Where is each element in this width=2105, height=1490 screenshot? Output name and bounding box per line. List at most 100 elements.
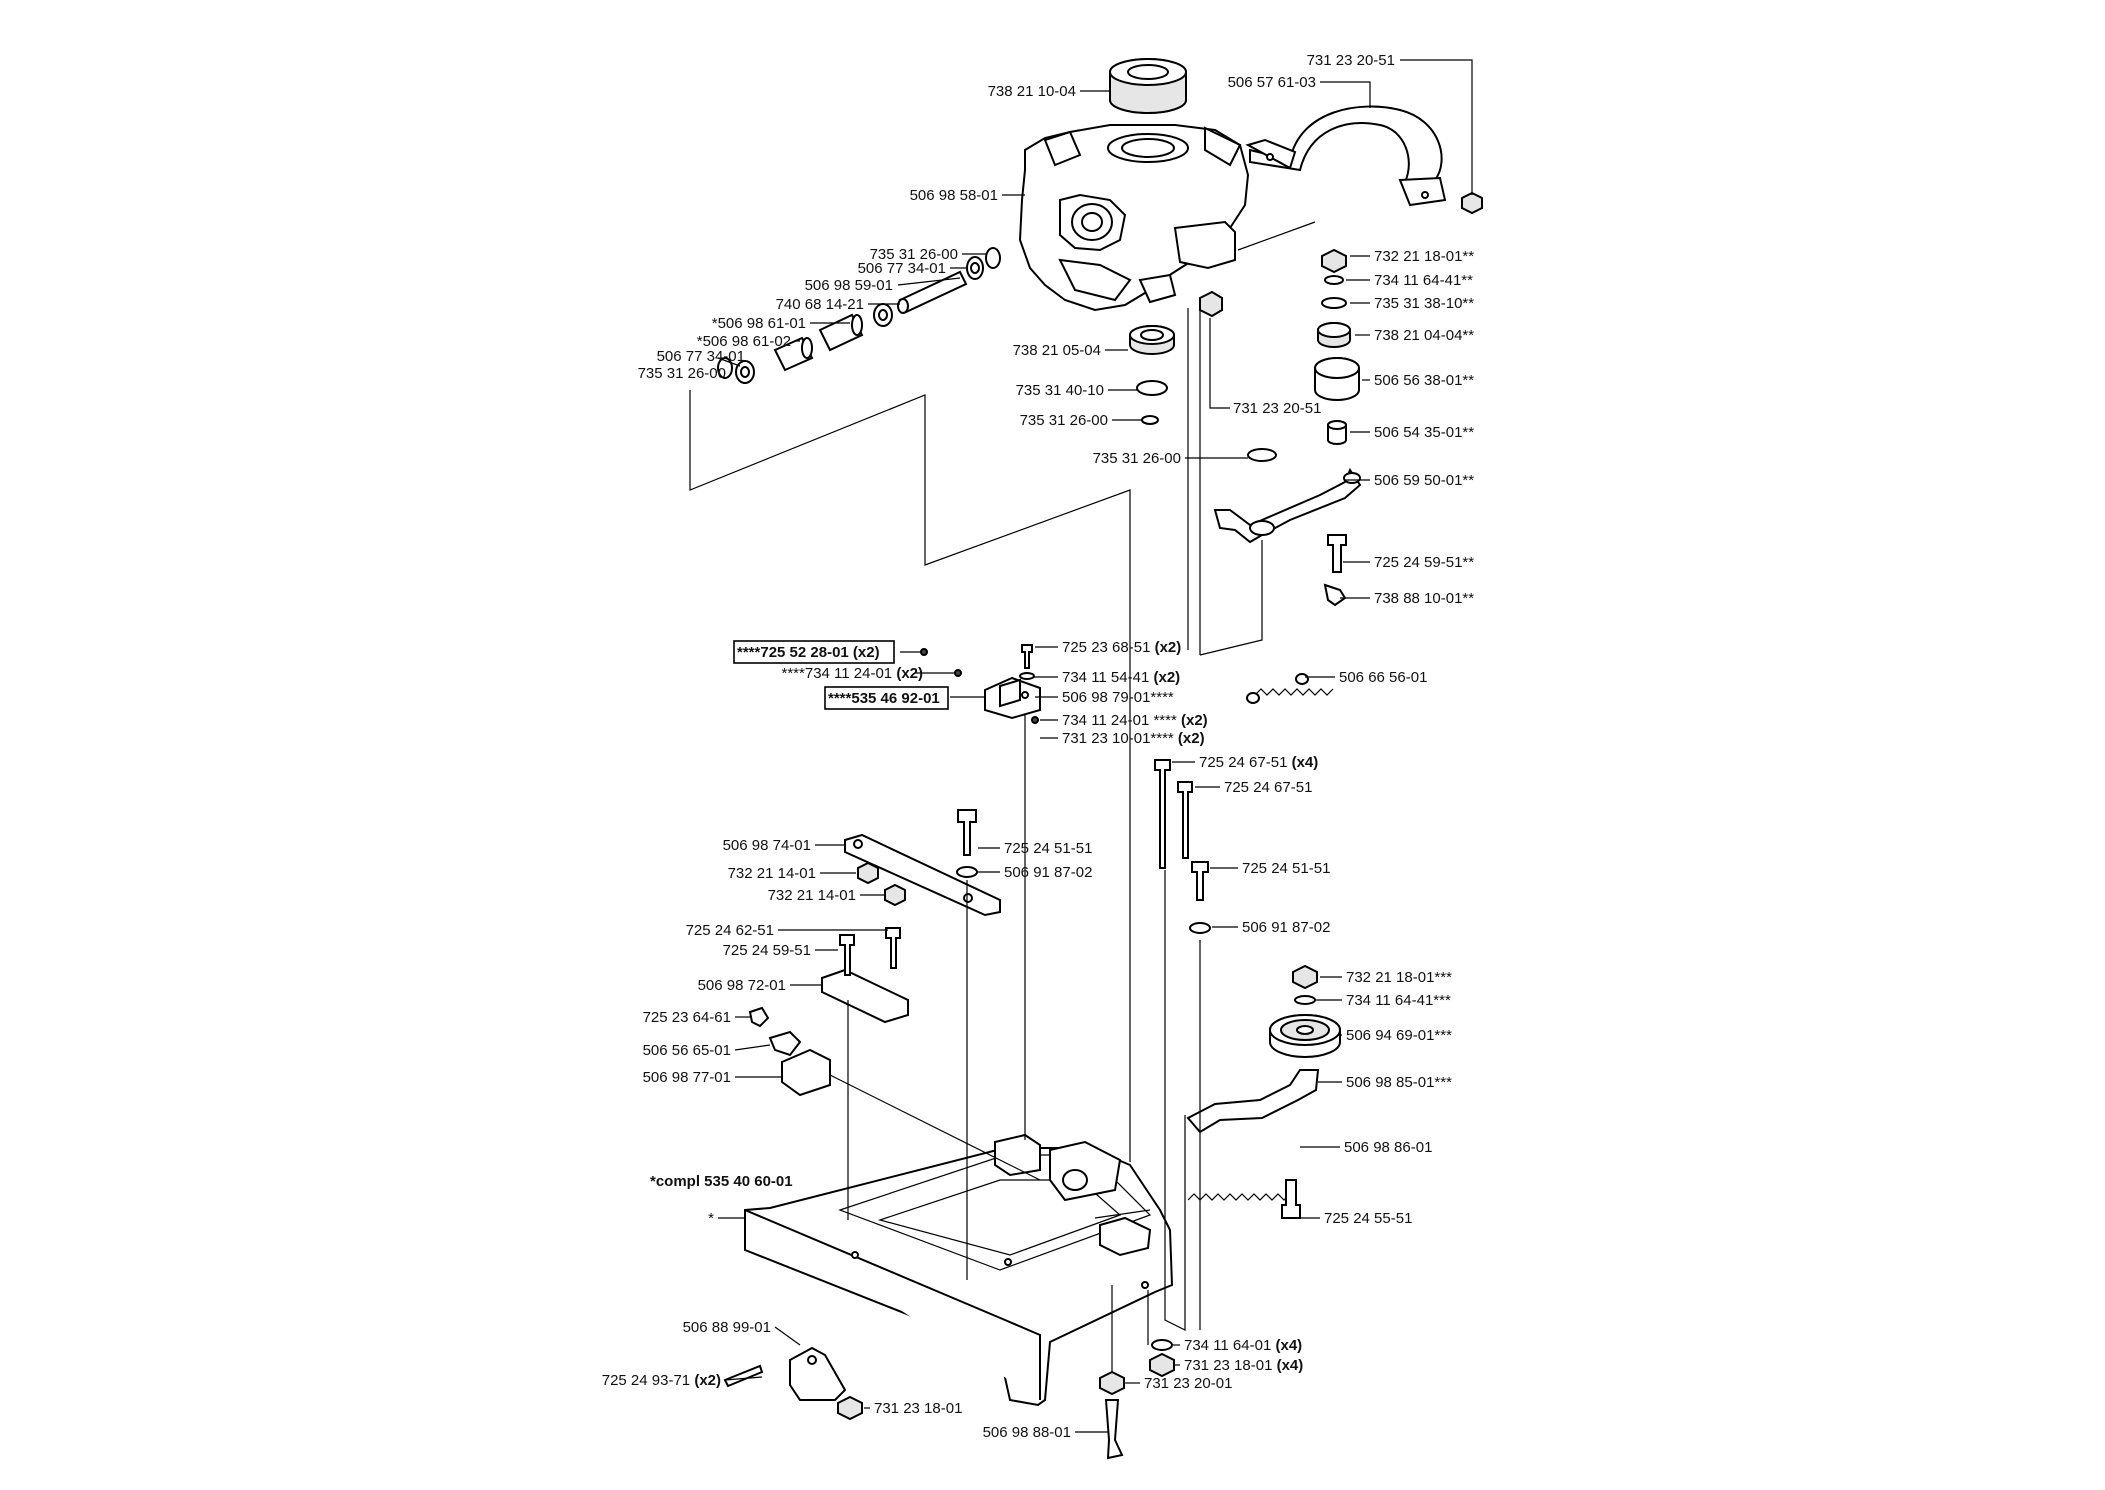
link-rod-zigzag	[689, 390, 1131, 1162]
part-label: ****725 52 28-01 (x2)	[737, 644, 880, 661]
part-label: 735 31 26-00	[870, 246, 958, 263]
bolt-51-right-part	[1191, 861, 1209, 901]
circlip-part	[1136, 380, 1168, 396]
part-label: 506 98 86-01	[1344, 1139, 1432, 1156]
part-label: 731 23 20-51	[1233, 400, 1321, 417]
part-label: 506 91 87-02	[1004, 864, 1092, 881]
part-label: 738 21 04-04**	[1374, 327, 1474, 344]
part-label: 725 24 59-51**	[1374, 554, 1474, 571]
washer-87-mid-part	[956, 866, 978, 878]
part-label: 725 24 93-71 (x2)	[602, 1372, 721, 1389]
part-label: *compl 535 40 60-01	[650, 1173, 793, 1190]
part-label: 725 24 51-51	[1242, 860, 1330, 877]
part-label: 725 24 55-51	[1324, 1210, 1412, 1227]
part-label: 506 54 35-01**	[1374, 424, 1474, 441]
part-label: 506 59 50-01**	[1374, 472, 1474, 489]
part-label: 732 21 18-01**	[1374, 248, 1474, 265]
bolt-59-mid-part	[839, 934, 855, 976]
long-bolt-1-part	[1154, 759, 1171, 869]
part-label: 735 31 26-00	[1093, 450, 1181, 467]
part-label: 735 31 26-00	[1020, 412, 1108, 429]
part-label: 734 11 54-41 (x2)	[1062, 669, 1180, 686]
part-label: 506 98 88-01	[983, 1424, 1071, 1441]
screw-64-part	[748, 1006, 770, 1028]
part-label: 725 24 51-51	[1004, 840, 1092, 857]
right-stack-parts	[1314, 248, 1360, 445]
part-label: 738 21 05-04	[1013, 342, 1101, 359]
part-label: 725 24 67-51	[1224, 779, 1312, 796]
part-label: 506 98 85-01***	[1346, 1074, 1452, 1091]
nut-14-a-part	[857, 861, 879, 885]
part-label: 735 31 38-10**	[1374, 295, 1474, 312]
top-bearing-part	[1109, 58, 1187, 114]
leader-lines	[717, 59, 1473, 1433]
part-label: 734 11 64-41***	[1346, 992, 1451, 1009]
part-label: 506 98 59-01	[805, 277, 893, 294]
part-label: 731 23 20-51	[1307, 52, 1395, 69]
callout-box-2	[824, 686, 949, 710]
part-label: 734 11 24-01 **** (x2)	[1062, 712, 1208, 729]
part-label: *	[708, 1210, 714, 1227]
bracket-77-part	[781, 1048, 831, 1097]
small-washer-part	[1019, 672, 1035, 680]
pulley-part	[1269, 1014, 1341, 1058]
part-drawings	[689, 58, 1483, 1460]
housing-nut-part	[1199, 290, 1223, 318]
part-label: 740 68 14-21	[776, 296, 864, 313]
link-rod-lever	[1199, 540, 1263, 656]
tension-spring-part	[1254, 688, 1334, 696]
bottom-bracket-part	[789, 1346, 847, 1401]
spring-86-part	[1187, 1193, 1297, 1201]
lever-bolt-part	[1327, 534, 1347, 573]
part-label: 506 98 79-01****	[1062, 689, 1174, 706]
part-label: 738 88 10-01**	[1374, 590, 1474, 607]
pulley-washer-part	[1294, 995, 1316, 1005]
part-label: 725 23 64-61	[643, 1009, 731, 1026]
part-label: 735 31 26-00	[638, 365, 726, 382]
bar-bracket-part	[844, 833, 1001, 917]
part-label: 725 23 68-51 (x2)	[1062, 639, 1181, 656]
part-number-labels: 731 23 20-51 506 57 61-03 738 21 10-04 5…	[602, 52, 1475, 1441]
part-label: 734 11 64-01 (x4)	[1184, 1337, 1302, 1354]
part-label: 731 23 10-01**** (x2)	[1062, 730, 1205, 747]
part-label: 731 23 20-01	[1144, 1375, 1232, 1392]
gearbox-housing-part	[1018, 124, 1250, 312]
part-label: 725 24 62-51	[686, 922, 774, 939]
part-label: 506 56 65-01	[643, 1042, 731, 1059]
part-label: 506 77 34-01	[657, 348, 745, 365]
small-pin-3-part	[1031, 716, 1039, 724]
pulley-arm-part	[1186, 1069, 1320, 1134]
part-label: 506 98 58-01	[910, 187, 998, 204]
part-label: 506 98 74-01	[723, 837, 811, 854]
base-frame-part	[744, 1133, 1174, 1407]
bracket-65-part	[768, 1030, 802, 1057]
strap-nut-part	[1461, 191, 1483, 215]
bottom-washer-part	[1151, 1339, 1173, 1351]
part-label: 506 77 34-01	[858, 260, 946, 277]
part-label: 506 98 72-01	[698, 977, 786, 994]
part-label: 732 21 18-01***	[1346, 969, 1452, 986]
callout-box-1	[733, 640, 895, 664]
small-bolt-part	[1021, 644, 1033, 669]
bolt-51-mid-part	[957, 809, 977, 856]
part-label: 506 94 69-01***	[1346, 1027, 1452, 1044]
part-label: 732 21 14-01	[768, 887, 856, 904]
nut-14-b-part	[884, 883, 906, 907]
part-label: 506 56 38-01**	[1374, 372, 1474, 389]
link-rod-vertical-4	[1164, 870, 1186, 1331]
pivot-lever-part	[1213, 467, 1362, 544]
part-label: ****734 11 24-01 (x2)	[782, 665, 924, 682]
part-label: 734 11 64-41**	[1374, 272, 1473, 289]
bolt-62-part	[885, 927, 901, 969]
part-label: 731 23 18-01	[874, 1400, 962, 1417]
long-bolt-2-part	[1177, 781, 1193, 859]
bottom-link-part	[1104, 1399, 1124, 1460]
part-label: 732 21 14-01	[728, 865, 816, 882]
bottom-bolt-part	[723, 1364, 764, 1388]
part-label: ****535 46 92-01	[828, 690, 940, 707]
lower-bearing-part	[1129, 325, 1175, 355]
part-label: 506 88 99-01	[683, 1319, 771, 1336]
part-label: *506 98 61-02	[697, 333, 791, 350]
washer-part	[1141, 415, 1159, 425]
part-label: 506 91 87-02	[1242, 919, 1330, 936]
